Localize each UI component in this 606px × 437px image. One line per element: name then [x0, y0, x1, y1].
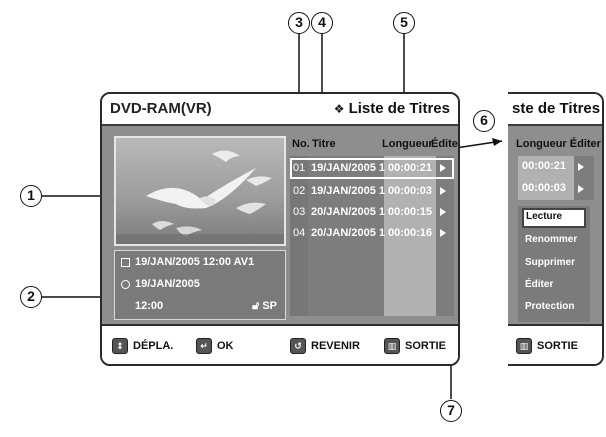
callout-6: 6: [473, 110, 495, 132]
column-header-title: Titre: [312, 138, 336, 150]
ok-button[interactable]: ↵ OK: [196, 338, 234, 354]
table-row[interactable]: 03 20/JAN/2005 1 00:00:15: [290, 202, 454, 223]
title-list-heading: ❖Liste de Titres: [333, 100, 450, 117]
back-button[interactable]: ↺ REVENIR: [290, 338, 360, 354]
title-thumbnail: [114, 136, 286, 246]
title-list-dialog: DVD-RAM(VR) ❖Liste de Titres 19/JAN/2005…: [100, 92, 460, 366]
disc-type-title: DVD-RAM(VR): [110, 100, 212, 117]
exit-icon: ▥: [384, 338, 400, 354]
title-table: No. Titre Longueur Éditer 01 19/JAN/2005…: [290, 126, 458, 324]
return-icon: ↺: [290, 338, 306, 354]
menu-item-protection[interactable]: Protection: [525, 301, 575, 312]
seagull-image: [116, 150, 284, 244]
menu-item-editer[interactable]: Éditer: [525, 279, 554, 290]
column-header-no: No.: [292, 138, 310, 150]
side-exit-button[interactable]: ▥ SORTIE: [516, 338, 578, 354]
dialog-header: DVD-RAM(VR) ❖Liste de Titres: [102, 94, 458, 126]
dialog-body: 19/JAN/2005 12:00 AV1 19/JAN/2005 12:00 …: [102, 126, 458, 324]
side-length-2: 00:00:03: [522, 182, 567, 194]
info-time-row: 12:00: [135, 300, 164, 312]
dialog-footer: ⇕ DÉPLA. ↵ OK ↺ REVENIR ▥ SORTIE: [102, 324, 458, 364]
table-row-selected[interactable]: 01 19/JAN/2005 1 00:00:21: [290, 158, 454, 179]
column-header-edit: Éditer: [431, 138, 460, 150]
up-down-arrows-icon: ⇕: [112, 338, 128, 354]
exit-icon: ▥: [516, 338, 532, 354]
callout-2: 2: [20, 286, 42, 308]
menu-item-renommer[interactable]: Renommer: [525, 234, 578, 245]
table-row[interactable]: 04 20/JAN/2005 1 00:00:16: [290, 223, 454, 244]
enter-icon: ↵: [196, 338, 212, 354]
side-header: ste de Titres: [508, 94, 602, 126]
edit-menu: Lecture Renommer Supprimer Éditer Protec…: [518, 206, 590, 322]
play-arrow-icon[interactable]: [440, 164, 446, 172]
disc-icon: [121, 257, 130, 267]
diamond-star-icon: ❖: [333, 102, 345, 116]
callout-5: 5: [393, 12, 415, 34]
side-body: Longueur Éditer 00:00:21 00:00:03 Lectur…: [508, 126, 602, 324]
play-arrow-icon[interactable]: [578, 185, 584, 193]
info-record-row: 19/JAN/2005 12:00 AV1: [121, 256, 254, 268]
unlock-icon: 🔓︎: [252, 300, 260, 312]
menu-item-lecture[interactable]: Lecture: [522, 208, 586, 228]
callout-3: 3: [288, 12, 310, 34]
callout-7: 7: [440, 400, 462, 422]
title-info-box: 19/JAN/2005 12:00 AV1 19/JAN/2005 12:00 …: [114, 250, 286, 320]
exit-button[interactable]: ▥ SORTIE: [384, 338, 446, 354]
play-arrow-icon[interactable]: [578, 163, 584, 171]
play-arrow-icon[interactable]: [440, 208, 446, 216]
info-date-row: 19/JAN/2005: [121, 278, 200, 290]
play-arrow-icon[interactable]: [440, 187, 446, 195]
menu-item-supprimer[interactable]: Supprimer: [525, 257, 576, 268]
callout-4: 4: [311, 12, 333, 34]
side-title: ste de Titres: [512, 100, 601, 117]
callout-1: 1: [20, 185, 42, 207]
clock-icon: [121, 279, 130, 289]
side-footer: ▥ SORTIE: [508, 324, 602, 364]
move-button[interactable]: ⇕ DÉPLA.: [112, 338, 173, 354]
edit-menu-panel: ste de Titres Longueur Éditer 00:00:21 0…: [508, 92, 604, 366]
side-column-header: Longueur Éditer: [516, 138, 601, 150]
record-mode: 🔓︎ SP: [252, 300, 277, 312]
column-header-length: Longueur: [382, 138, 433, 150]
play-arrow-icon[interactable]: [440, 229, 446, 237]
table-row[interactable]: 02 19/JAN/2005 1 00:00:03: [290, 181, 454, 202]
side-length-1: 00:00:21: [522, 160, 567, 172]
